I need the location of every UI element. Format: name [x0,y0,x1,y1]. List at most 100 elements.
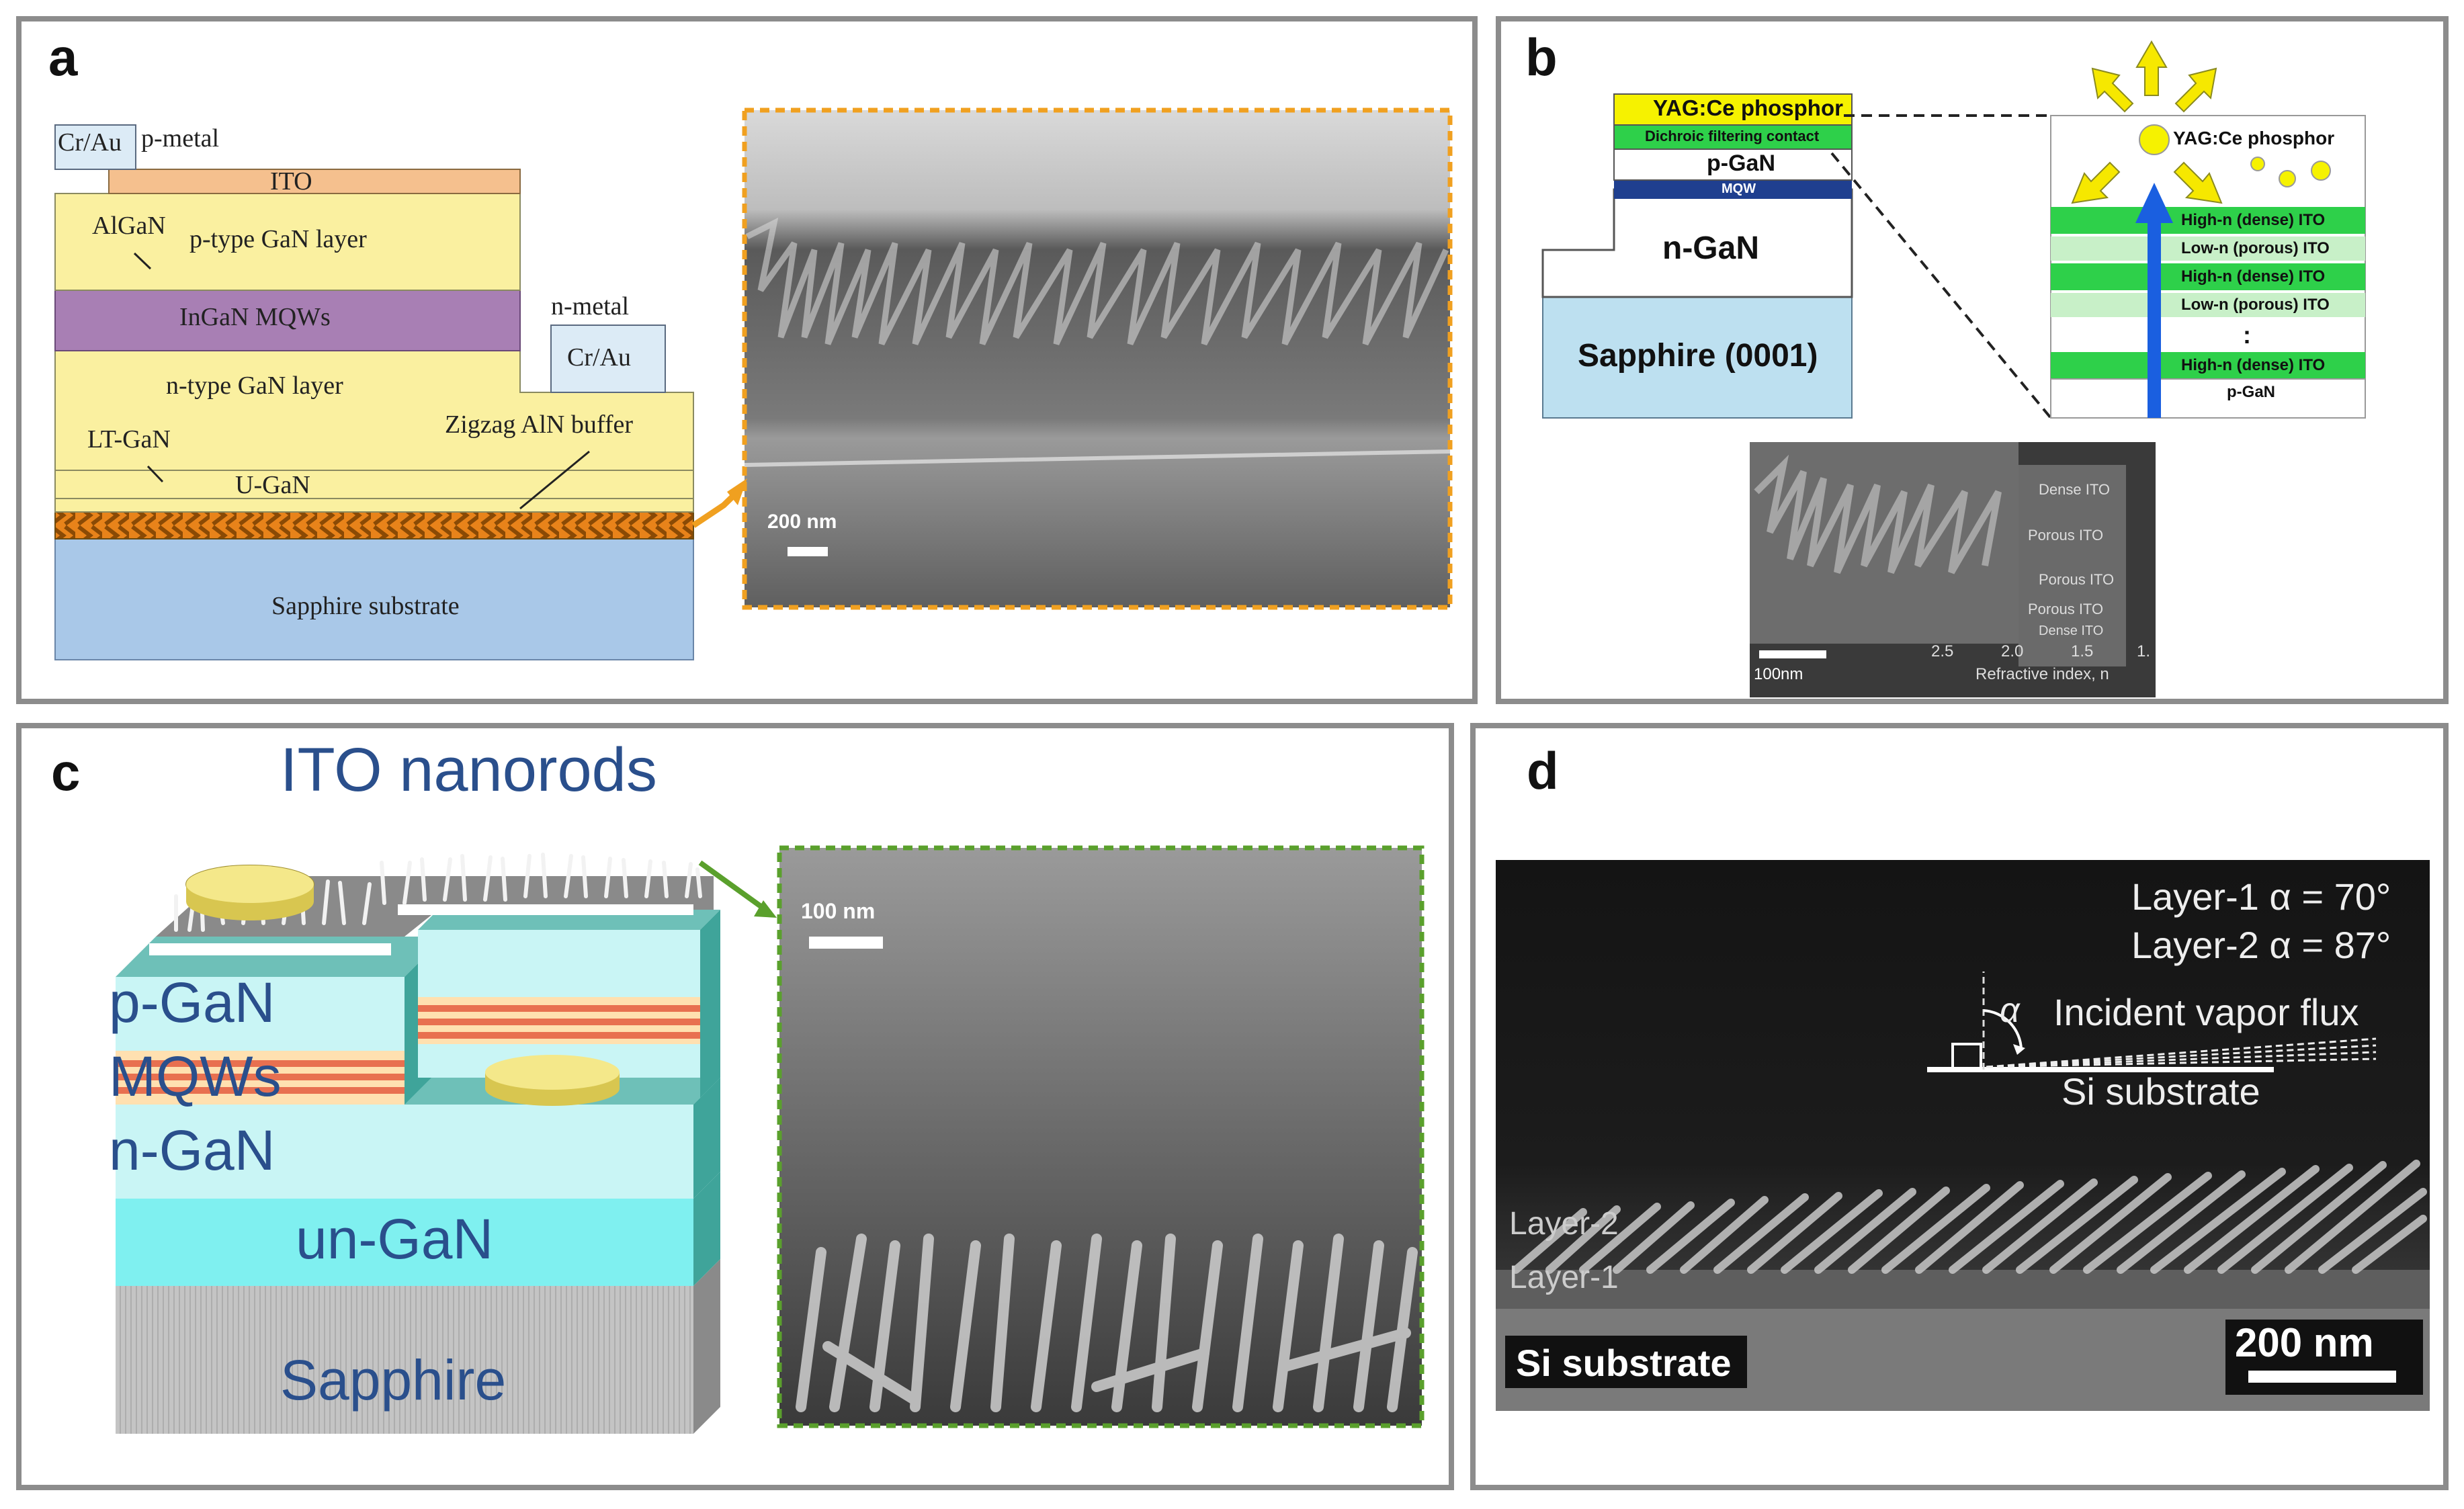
sem-a-columns [745,217,1449,346]
zigzag-arrow [519,450,590,510]
c-pgan-left [116,977,405,1051]
label-p-type-gan: p-type GaN layer [189,225,367,253]
b-sem-label-3: Porous ITO [2039,571,2115,588]
b-sem-tick-4: 1. [2137,642,2151,660]
b-mqw-layer [1614,180,1852,199]
b-sem-label-4: Porous ITO [2028,601,2104,617]
panel-b: b [1496,16,2449,704]
label-sapphire-substrate: Sapphire substrate [271,592,460,620]
b-light-arrow-shaft [2148,220,2161,418]
b-dichroic-label: Dichroic filtering contact [1645,128,1820,144]
b-yag-label: YAG:Ce phosphor [1653,95,1843,120]
b-phosphor-dot-main [2139,124,2170,155]
b-zoom-pgan [2050,378,2366,419]
d-alpha-symbol: α [2000,991,2020,1030]
b-phosphor-dot [2279,170,2296,187]
b-zoom-phosphor-label: YAG:Ce phosphor [2173,128,2335,148]
panel-a-art [54,107,1453,660]
b-zoom-layer-3: High-n (dense) ITO [2181,267,2326,286]
panel-label-c: c [51,742,81,802]
c-title-ito-nanorods: ITO nanorods [280,736,657,804]
u-gan-layer [54,470,694,499]
b-mqw-label: MQW [1722,181,1756,196]
d-inset-vapor-flux-3 [1986,1051,2377,1068]
b-zoom-high3 [2051,352,2365,379]
b-p-gan-label: p-GaN [1707,150,1775,176]
sapphire-substrate-layer [54,538,694,660]
b-n-gan-label: n-GaN [1662,230,1759,266]
label-ito: ITO [270,167,312,196]
b-zoom-layer-5: High-n (dense) ITO [2181,356,2326,374]
panel-a: a [16,16,1478,704]
b-sem-label-2: Porous ITO [2028,527,2104,544]
sem-a-pointer-arrowhead [727,478,747,505]
label-n-metal: n-metal [551,292,630,320]
c-label-un-gan: un-GaN [296,1207,494,1270]
label-n-type-gan: n-type GaN layer [166,372,343,400]
c-label-p-gan: p-GaN [109,971,275,1034]
cr-au-n-contact [550,325,666,393]
b-dichroic-layer [1613,124,1853,150]
panel-label-a: a [48,28,78,87]
algan-arrow [133,252,152,270]
panel-c: c [16,723,1454,1490]
c-label-mqws: MQWs [109,1045,282,1108]
d-layer1-band [1496,1270,2430,1309]
b-sem-label-1: Dense ITO [2039,481,2110,498]
sem-image-a [742,107,1453,610]
d-layer1-angle: Layer-1 α = 70° [2131,875,2391,918]
panel-d-art [1496,860,2430,1411]
c-sapphire-side [693,1259,720,1434]
d-si-substrate-label: Si substrate [1516,1342,1732,1384]
b-zoom-layer-4: Low-n (porous) ITO [2181,296,2330,314]
b-zoom-dots: : [2243,321,2251,349]
lt-gan-arrow [146,465,164,483]
d-nanocolumns [1512,1160,2427,1274]
b-sem-label-5: Dense ITO [2039,623,2104,638]
c-sapphire-block [116,1286,693,1434]
b-sapphire-label: Sapphire (0001) [1578,338,1818,374]
label-cr-au-n: Cr/Au [567,343,631,372]
label-ingan-mqws: InGaN MQWs [179,303,331,331]
label-lt-gan: LT-GaN [87,425,171,454]
c-label-n-gan: n-GaN [109,1119,275,1182]
b-zoom-p-gan-label: p-GaN [2227,383,2275,401]
panel-label-b: b [1525,28,1558,87]
b-sem-tick-1: 2.5 [1931,642,1954,660]
d-layer1-label: Layer-1 [1509,1260,1619,1295]
b-sem-tick-3: 1.5 [2071,642,2094,660]
b-sem-tick-2: 2.0 [2001,642,2024,660]
b-sem-axis-label: Refractive index, n [1976,665,2109,683]
d-scale-bar [2248,1371,2396,1383]
c-pointer-arrowhead [754,900,777,918]
ito-layer [108,169,521,194]
c-pgan-right [418,930,700,997]
b-zoom-high2 [2051,263,2365,290]
panel-b-art [1541,40,2366,697]
d-inset-si-substrate: Si substrate [2062,1070,2260,1113]
lt-gan-layer [54,498,694,513]
panel-d: d [1470,723,2449,1490]
b-sem-scale-label: 100nm [1754,665,1803,683]
sem-c-nanorods [796,1234,1418,1412]
d-incident-vapor-flux: Incident vapor flux [2053,991,2359,1033]
sem-c-scale-bar [809,937,883,949]
b-zoom-low2 [2051,293,2365,317]
label-cr-au-p: Cr/Au [58,128,122,157]
d-inset-vapor-flux-4 [1986,1058,2377,1068]
label-algan: AlGaN [92,212,166,240]
sem-a-scale-label: 200 nm [767,511,837,533]
b-zoom-high1 [2051,207,2365,234]
c-label-sapphire: Sapphire [280,1348,507,1412]
c-ungan-block [116,1199,693,1286]
b-phosphor-dot [2250,157,2265,171]
d-inset-angle-arc [1983,1009,2023,1050]
cr-au-p-contact [54,124,136,170]
b-phosphor-dot [2311,161,2331,181]
d-inset-right-angle [1951,1043,1982,1071]
zigzag-aln-buffer [54,511,694,540]
panel-c-art [116,845,1425,1434]
sem-a-scale-bar [788,547,828,556]
b-light-arrow-head [2135,183,2173,223]
d-layer2-angle: Layer-2 α = 87° [2131,924,2391,966]
